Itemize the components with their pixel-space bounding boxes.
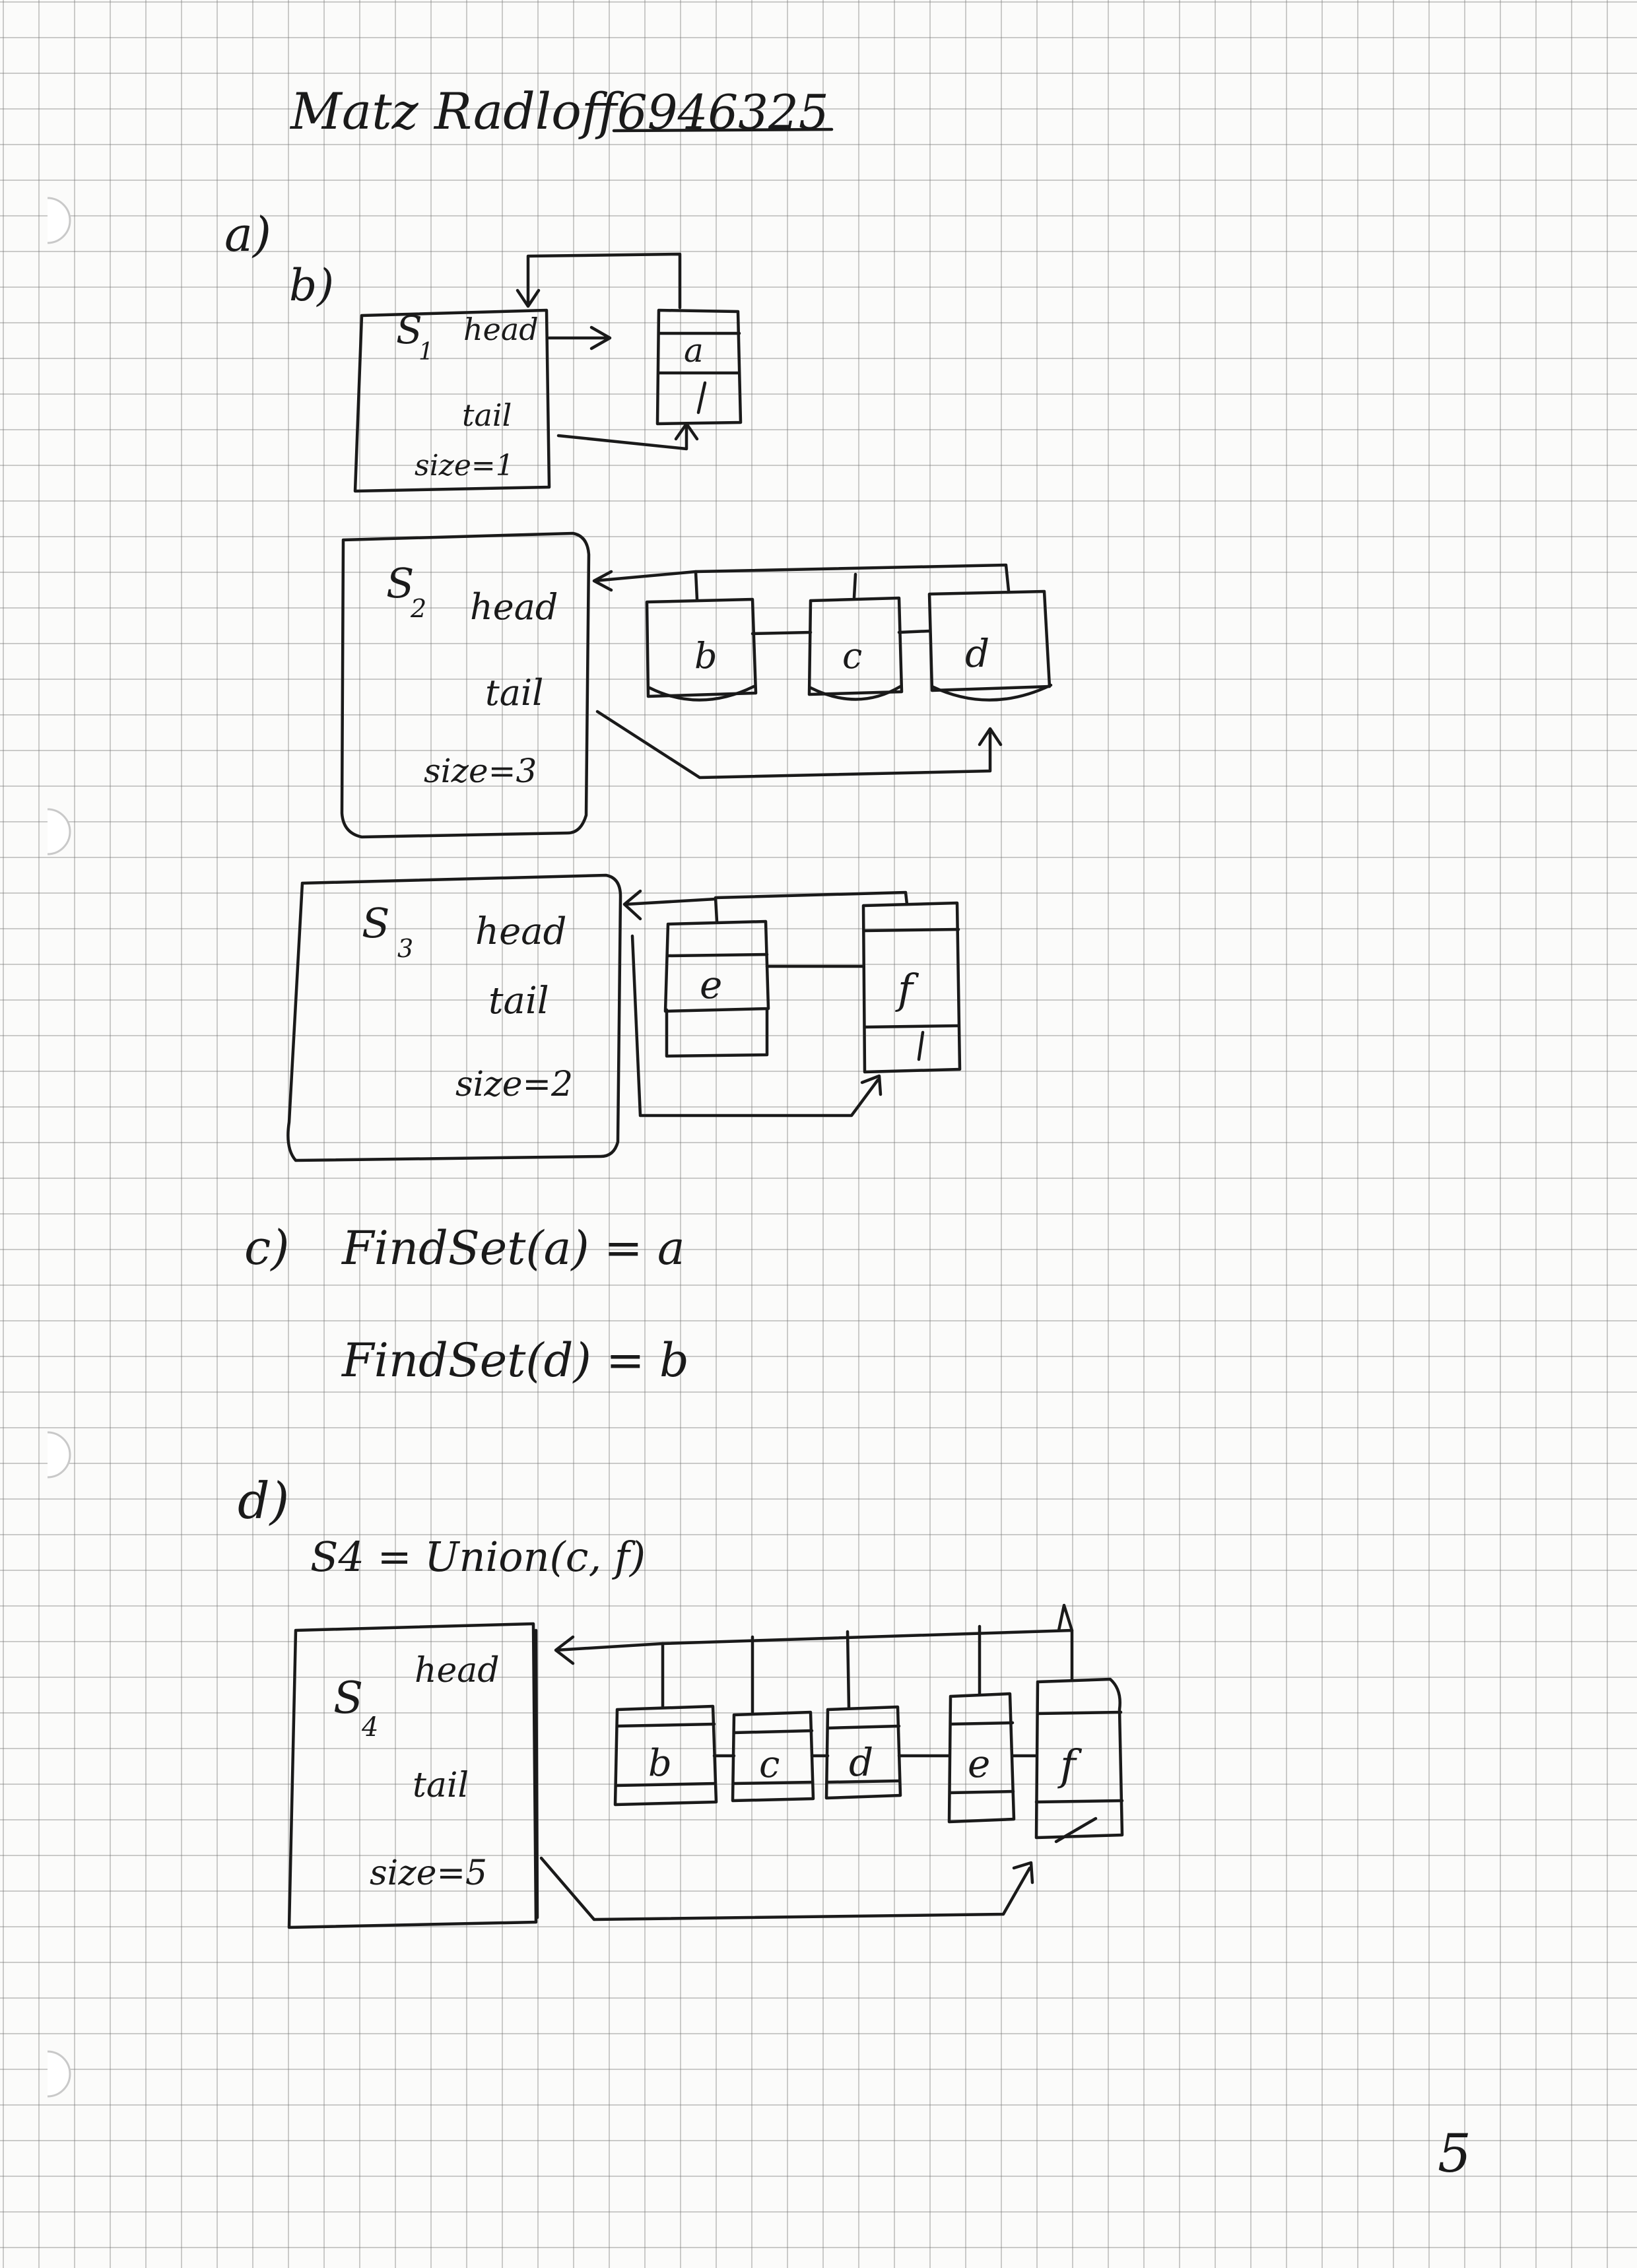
part-a-label: a) [224,207,271,262]
element-d-label: d [849,1740,873,1785]
node-divider [665,952,769,1058]
node-divider [825,1724,902,1784]
punch-hole [47,2050,71,2098]
element-node [1034,1677,1124,1840]
part-d-label: d) [238,1471,289,1530]
node-divider [731,1729,815,1785]
set-object-box [353,308,551,493]
node-bottom [930,683,1053,702]
head-label: head [463,312,539,347]
set-name: S [396,308,422,352]
node-divider [615,1722,717,1787]
tail-arrow [595,710,1003,780]
element-d-label: d [965,631,989,676]
null-pointer-mark [1054,1817,1098,1844]
back-pointer-arrow [554,1635,665,1665]
element-e-label: e [700,962,722,1007]
back-pointer-line [661,1628,1074,1708]
set-object-box [286,873,622,1162]
punch-holes [47,197,71,2098]
next-pointer [751,629,931,636]
element-node [655,308,743,426]
part-b-label: b) [289,260,334,311]
set-object-box [287,1622,538,1929]
set-subscript: 4 [361,1712,378,1743]
node-divider [863,927,960,1029]
head-label: head [415,1651,500,1690]
part-c-label: c) [244,1220,289,1275]
tail-label: tail [485,672,543,714]
box-edge [534,1628,539,1919]
element-b-label: b [694,635,718,677]
tail-label: tail [488,980,549,1022]
punch-hole [47,1431,71,1479]
page-number: 5 [1438,2123,1471,2184]
tail-label: tail [413,1766,469,1805]
head-label: head [470,586,558,628]
node-divider [657,331,741,375]
node-divider [948,1721,1015,1795]
element-node [947,1692,1016,1824]
findset-line-1: FindSet(a) = a [341,1221,685,1275]
set-s4-diagram: S 4 head tail size=5 b c d e f [287,1603,1124,1929]
element-node [861,901,962,1074]
back-pointer-line [694,563,1011,601]
element-e-label: e [968,1741,990,1786]
header-underline [612,127,834,133]
punch-hole [47,197,71,244]
head-arrow [547,325,612,350]
set-name: S [333,1673,363,1723]
set-name: S [386,559,414,607]
element-node [663,919,770,1013]
node-divider [1034,1710,1124,1804]
set-subscript: 2 [410,594,426,623]
back-pointer-arrow [592,570,698,592]
element-node [824,1705,902,1800]
element-b-label: b [648,1742,672,1785]
element-f-label: f [895,965,919,1013]
set-object-box [340,531,591,839]
tail-arrow [556,422,699,451]
tail-label: tail [462,397,512,433]
set-name: S [362,899,389,947]
tail-arrow [539,1856,1034,1921]
tail-arrow [630,934,883,1117]
element-node [645,597,758,698]
element-node [731,1710,815,1803]
back-pointer-line [852,572,857,599]
element-f-label: f [1057,1741,1083,1790]
union-equation: S4 = Union(c, f) [310,1533,646,1581]
set-s1-diagram: S 1 head tail size=1 a [353,252,743,493]
null-pointer-mark [696,381,707,415]
size-label: size=2 [455,1065,573,1104]
node-bottom [648,684,756,702]
set-s3-diagram: S 3 head tail size=2 e f [286,873,962,1162]
element-node [807,596,904,696]
author-name: Matz Radloff [289,82,624,141]
element-c-label: c [842,635,862,677]
back-pointer-line [714,890,909,923]
null-pointer-mark [917,1030,925,1061]
node-bottom [809,684,902,701]
element-node [613,1704,718,1807]
set-subscript: 1 [418,339,434,366]
back-pointer-arrow [516,252,682,310]
set-subscript: 3 [397,934,413,963]
size-label: size=5 [370,1853,487,1893]
punch-hole [47,808,71,855]
head-label: head [475,910,566,953]
size-label: size=3 [424,752,537,790]
findset-line-2: FindSet(d) = b [341,1333,689,1387]
element-c-label: c [759,1743,780,1786]
element-a-label: a [684,331,704,370]
back-pointer-line [751,1603,1074,1714]
back-pointer-arrow [622,889,718,921]
set-s2-diagram: S 2 head tail size=3 b c d [340,531,1053,839]
size-label: size=1 [415,449,514,483]
